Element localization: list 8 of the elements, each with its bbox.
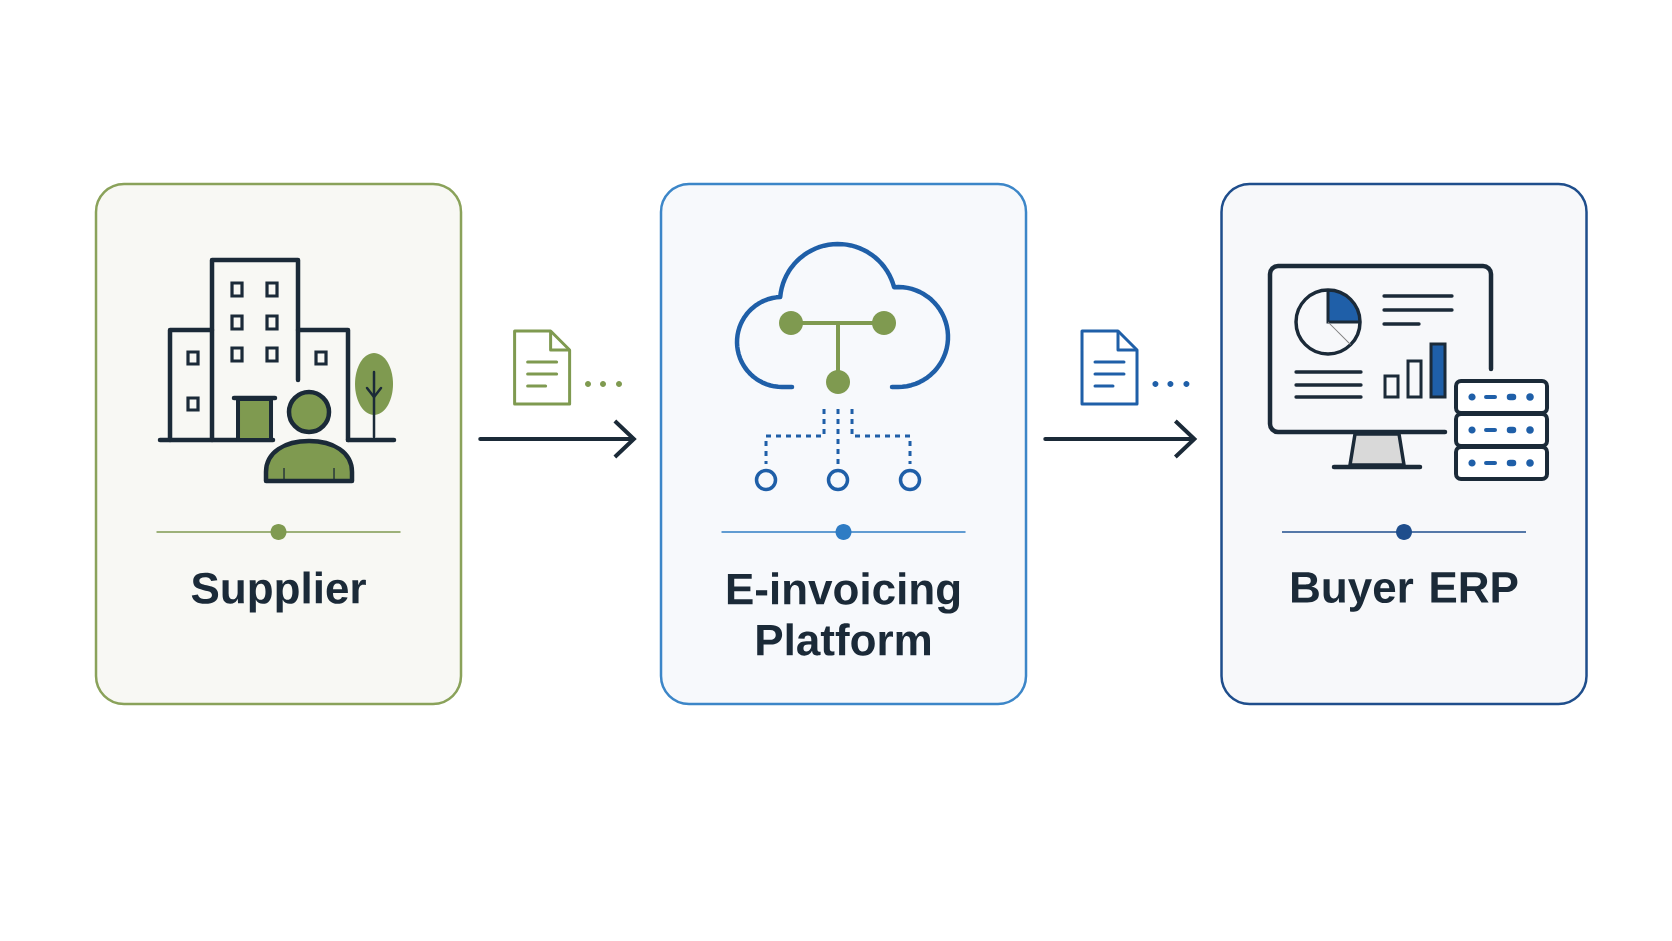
- card-title: E-invoicing Platform: [727, 572, 960, 656]
- process-card: [1220, 182, 1588, 706]
- process-card: [659, 182, 1028, 706]
- process-card: [94, 182, 463, 706]
- arrow: [478, 419, 637, 459]
- card-title: Buyer ERP: [1292, 572, 1518, 612]
- arrow: [1043, 419, 1198, 459]
- card-title: Supplier: [191, 571, 366, 613]
